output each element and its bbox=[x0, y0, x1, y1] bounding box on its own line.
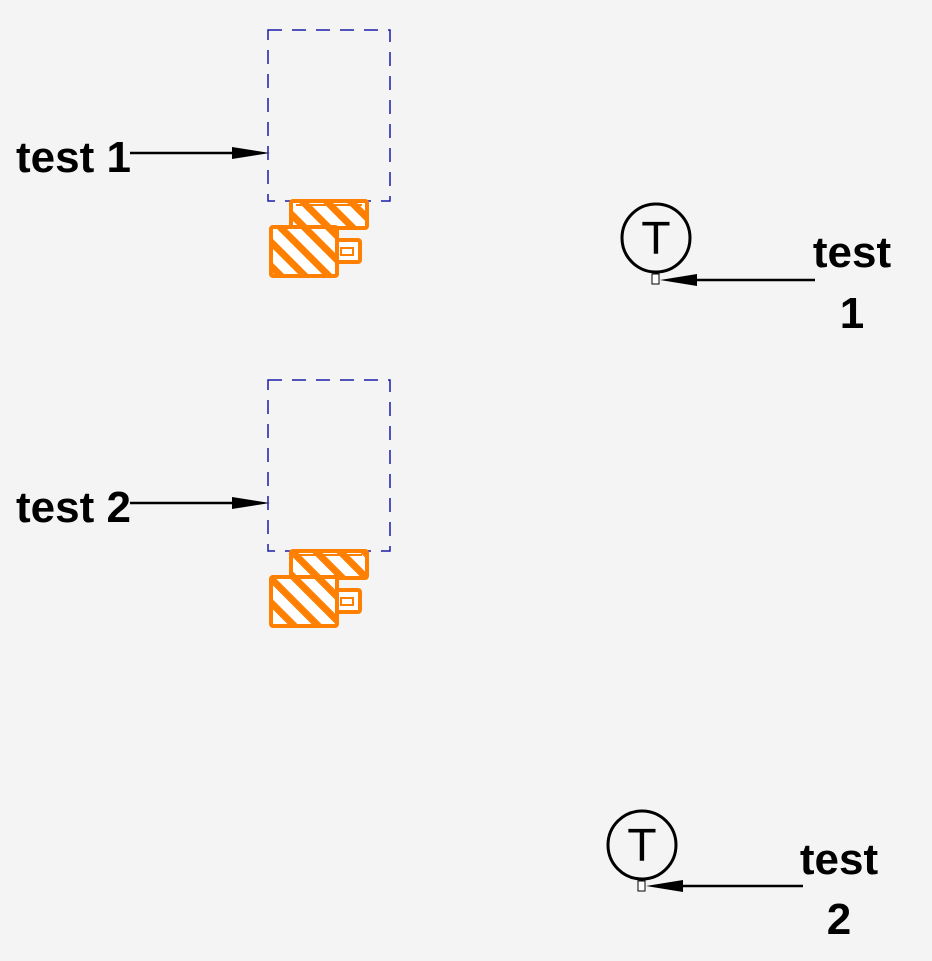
callout-label-2: test 2 bbox=[16, 483, 131, 532]
hatched-block-icon bbox=[269, 199, 369, 278]
tag-anchor bbox=[637, 880, 646, 892]
callout-group-2: test 2 bbox=[16, 379, 391, 628]
tag-letter-1: T bbox=[642, 214, 670, 265]
tag-circle-icon bbox=[620, 202, 692, 274]
hatched-block-icon bbox=[269, 549, 369, 628]
arrow-head-icon bbox=[660, 274, 697, 286]
tag-label-1-line2: 1 bbox=[840, 289, 864, 338]
tag-label-2-line2: 2 bbox=[827, 895, 851, 944]
tag-anchor bbox=[651, 273, 660, 285]
dashed-boundary bbox=[267, 29, 391, 202]
callout-label-1: test 1 bbox=[16, 133, 131, 182]
tag-group-1: T test 1 bbox=[620, 202, 892, 338]
arrow-head-icon bbox=[232, 497, 270, 509]
tag-letter-2: T bbox=[628, 821, 656, 872]
tag-label-1-line1: test bbox=[813, 228, 892, 277]
callout-group-1: test 1 bbox=[16, 29, 391, 278]
arrow-head-icon bbox=[646, 880, 683, 892]
tag-label-2-line1: test bbox=[800, 835, 879, 884]
tag-group-2: T test 2 bbox=[606, 809, 879, 944]
tag-circle-icon bbox=[606, 809, 678, 881]
dashed-boundary bbox=[267, 379, 391, 552]
arrow-head-icon bbox=[232, 147, 270, 159]
